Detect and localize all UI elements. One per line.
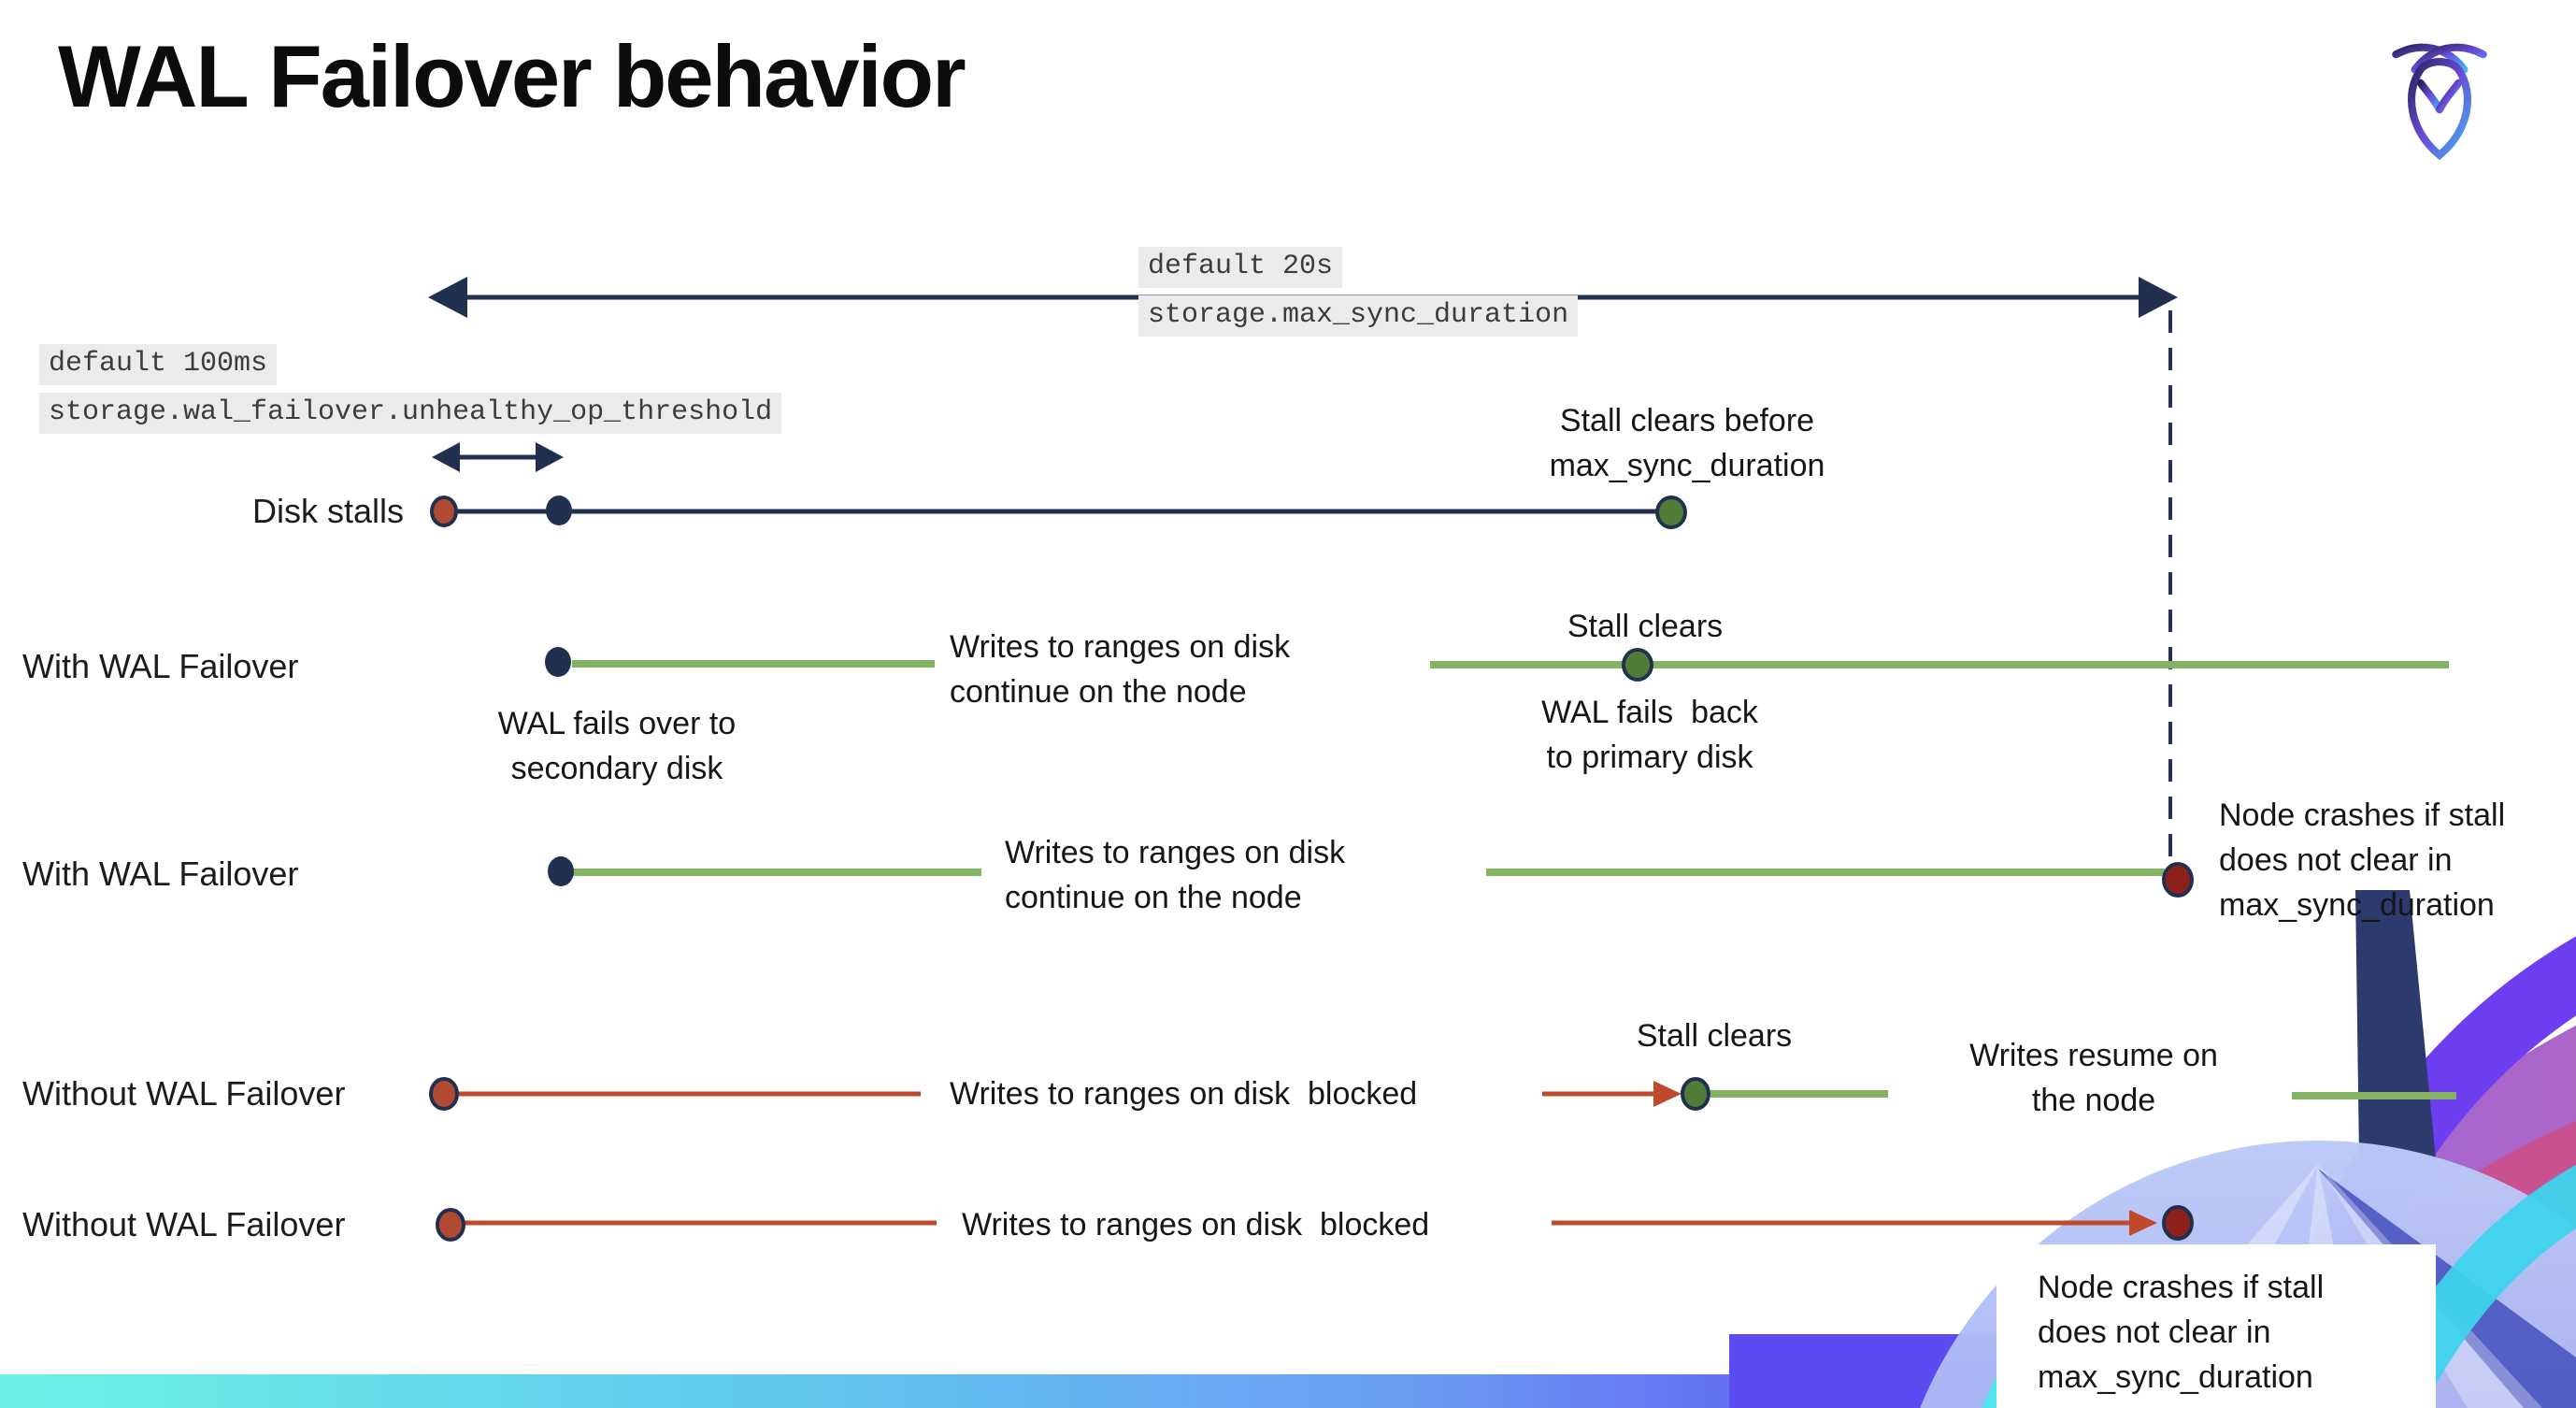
crash-callout-box: Node crashes if stall does not clear in … (1996, 1244, 2436, 1408)
writes-continue-note: Writes to ranges on disk continue on the… (950, 629, 1291, 710)
stall-clears-note: Stall clears (1636, 1018, 1793, 1054)
row-label-with-wal-failover-2: With WAL Failover (22, 855, 299, 893)
wal-fails-back-note: WAL fails back to primary disk (1541, 695, 1758, 775)
row-label-with-wal-failover-1: With WAL Failover (22, 647, 299, 685)
timeline-with-wal-failover-crash (548, 856, 2194, 898)
stall-start-dot (429, 1077, 459, 1111)
writes-blocked-note: Writes to ranges on disk blocked (962, 1207, 1430, 1243)
setting-name-chip: storage.wal_failover.unhealthy_op_thresh… (39, 393, 782, 434)
stall-clears-dot (1622, 648, 1653, 682)
row-label-without-wal-failover-1: Without WAL Failover (22, 1074, 346, 1113)
max-sync-duration-labels: default 20s storage.max_sync_duration (1138, 247, 1579, 337)
timeline-disk-stalls (430, 496, 1687, 529)
stall-start-dot (436, 1208, 465, 1242)
threshold-dot (546, 496, 572, 525)
page-title: WAL Failover behavior (58, 27, 966, 125)
stall-clears-dot (1681, 1077, 1710, 1111)
writes-resume-note: Writes resume on the node (1969, 1038, 2218, 1118)
failover-dot (548, 856, 574, 886)
row-label-disk-stalls: Disk stalls (251, 492, 404, 530)
unhealthy-op-threshold-arrow (432, 442, 564, 472)
timeline-without-wal-failover-crash (436, 1205, 2194, 1242)
timeline-with-wal-failover-clears (545, 647, 2449, 682)
cockroachdb-logo-icon (2391, 39, 2488, 163)
default-value-chip: default 20s (1138, 247, 1343, 288)
stall-clears-dot (1655, 496, 1687, 529)
default-value-chip: default 100ms (39, 344, 278, 385)
stall-clears-before-note: Stall clears before max_sync_duration (1549, 403, 1825, 483)
failover-dot (545, 647, 571, 677)
unhealthy-op-threshold-labels: default 100ms storage.wal_failover.unhea… (39, 344, 782, 434)
row-label-without-wal-failover-2: Without WAL Failover (22, 1205, 346, 1243)
node-crash-dot (2162, 862, 2194, 898)
setting-name-chip: storage.max_sync_duration (1138, 295, 1579, 337)
timeline-without-wal-failover-clears (429, 1077, 2456, 1111)
stall-clears-note: Stall clears (1567, 609, 1724, 644)
writes-blocked-note: Writes to ranges on disk blocked (950, 1076, 1418, 1112)
node-crashes-note: Node crashes if stall does not clear in … (2038, 1270, 2325, 1395)
node-crashes-note: Node crashes if stall does not clear in … (2219, 797, 2506, 923)
stall-start-dot (430, 496, 458, 527)
node-crash-dot (2162, 1205, 2194, 1241)
wal-fails-over-note: WAL fails over to secondary disk (497, 706, 737, 786)
writes-continue-note: Writes to ranges on disk continue on the… (1005, 835, 1346, 915)
